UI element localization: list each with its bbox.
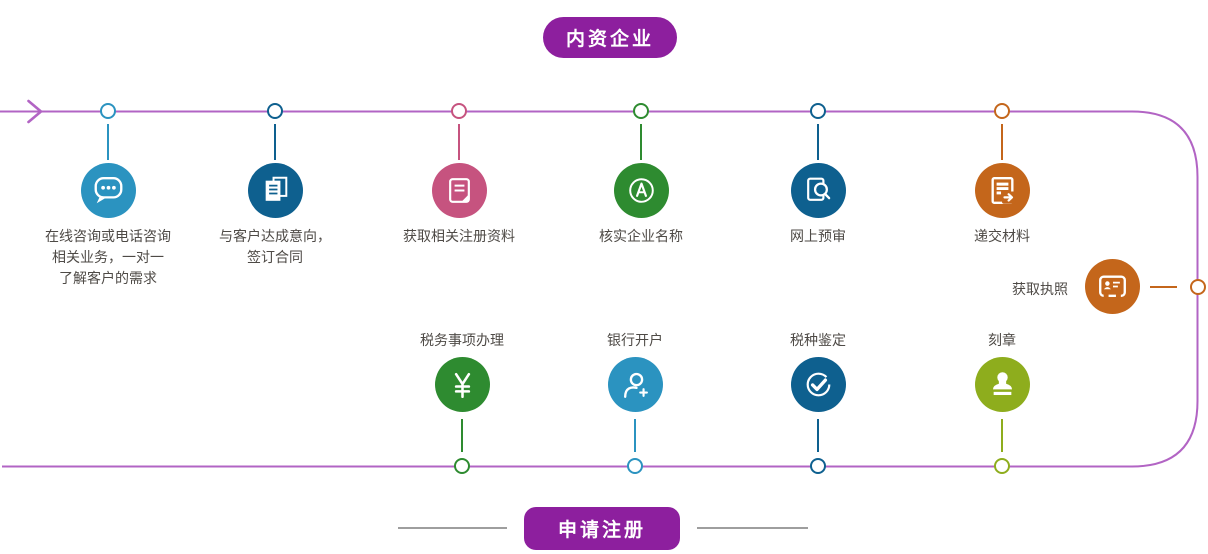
badge-top-label: 内资企业 [565, 29, 654, 50]
step-seal [974, 357, 1030, 412]
step-tax-matters [434, 357, 490, 412]
connector-consult [106, 124, 110, 160]
connector-bank-account [633, 419, 637, 452]
doc-search-icon [806, 177, 830, 201]
connector-tax-matters [460, 419, 464, 452]
arrow-right-icon [27, 99, 43, 124]
stamp-icon [992, 372, 1012, 396]
connector-verify-name [639, 124, 643, 160]
step-get-materials [431, 163, 487, 218]
yuan-icon [454, 372, 470, 399]
label-contract: 与客户达成意向， 签订合同 [219, 228, 331, 265]
node-bank-account [626, 457, 643, 474]
separator-right [697, 527, 808, 529]
node-submit-materials [993, 102, 1010, 119]
label-consult: 在线咨询或电话咨询 相关业务，一对一 了解客户的需求 [45, 228, 171, 286]
node-online-review [809, 102, 826, 119]
label-online-review: 网上预审 [790, 228, 846, 244]
register-doc-icon [448, 178, 470, 203]
node-tax-matters [453, 457, 470, 474]
step-online-review [790, 163, 846, 218]
step-contract [247, 163, 303, 218]
badge-apply-register: 申请注册 [524, 507, 680, 550]
step-tax-type [790, 357, 846, 412]
node-tax-type [809, 457, 826, 474]
label-tax-type: 税种鉴定 [790, 332, 846, 348]
step-get-license [1084, 259, 1140, 314]
letter-a-icon [628, 178, 654, 203]
label-tax-matters: 税务事项办理 [420, 332, 504, 348]
connector-seal [1000, 419, 1004, 452]
doc-submit-icon [991, 177, 1016, 204]
connector-get-license [1150, 285, 1177, 288]
node-get-license [1189, 278, 1206, 295]
node-consult [99, 102, 116, 119]
connector-contract [273, 124, 277, 160]
label-submit-materials: 递交材料 [974, 228, 1030, 244]
node-get-materials [450, 102, 467, 119]
documents-icon [265, 176, 287, 201]
connector-online-review [816, 124, 820, 160]
connector-tax-type [816, 419, 820, 452]
check-circle-icon [806, 372, 830, 397]
badge-domestic-enterprise: 内资企业 [543, 17, 677, 58]
chat-icon [94, 177, 122, 204]
connector-submit-materials [1000, 124, 1004, 160]
add-user-icon [623, 372, 648, 398]
separator-left [398, 527, 507, 529]
label-bank-account: 银行开户 [607, 332, 663, 348]
label-get-license: 获取执照 [1012, 281, 1068, 297]
step-bank-account [607, 357, 663, 412]
node-seal [993, 457, 1010, 474]
badge-bottom-label: 申请注册 [557, 520, 646, 541]
step-consult [80, 163, 136, 218]
connector-get-materials [457, 124, 461, 160]
label-get-materials: 获取相关注册资料 [403, 228, 515, 244]
node-contract [266, 102, 283, 119]
label-verify-name: 核实企业名称 [599, 228, 683, 244]
label-seal: 刻章 [988, 332, 1016, 348]
step-verify-name [613, 163, 669, 218]
node-verify-name [632, 102, 649, 119]
license-icon [1098, 275, 1126, 299]
step-submit-materials [974, 163, 1030, 218]
